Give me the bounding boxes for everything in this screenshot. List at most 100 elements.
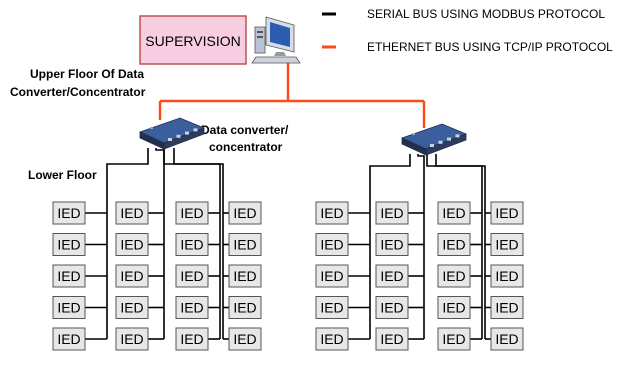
ied-label: IED: [233, 331, 256, 347]
ied-label: IED: [233, 205, 256, 221]
ied-box: [175, 327, 209, 351]
legend: SERIAL BUS USING MODBUS PROTOCOL ETHERNE…: [322, 7, 613, 54]
ied-device: IED: [315, 201, 349, 225]
ied-device: IED: [490, 296, 524, 319]
legend-ethernet-label: ETHERNET BUS USING TCP/IP PROTOCOL: [367, 40, 613, 54]
ied-device: IED: [52, 201, 86, 225]
ied-box: [115, 327, 149, 351]
ied-label: IED: [380, 237, 403, 253]
ied-box: [175, 264, 209, 288]
ied-box: [437, 296, 471, 319]
serial-bus-line-g1-c1: [106, 148, 149, 339]
data-converter-right-icon: [400, 123, 468, 156]
ied-box: [115, 264, 149, 288]
ied-label: IED: [120, 268, 143, 284]
ied-label: IED: [495, 300, 518, 316]
ied-box: [490, 201, 524, 225]
ied-box: [52, 233, 86, 256]
ied-device: IED: [228, 264, 262, 288]
ied-label: IED: [320, 300, 343, 316]
ied-label: IED: [120, 237, 143, 253]
ied-device: IED: [490, 327, 524, 351]
ied-box: [52, 327, 86, 351]
ied-device: IED: [375, 233, 409, 256]
ied-label: IED: [57, 268, 80, 284]
ied-box: [228, 201, 262, 225]
ied-label: IED: [495, 237, 518, 253]
ied-box: [175, 296, 209, 319]
ied-label: IED: [57, 237, 80, 253]
ied-box: [490, 296, 524, 319]
ied-device: IED: [175, 264, 209, 288]
ied-box: [175, 201, 209, 225]
ied-label: IED: [442, 205, 465, 221]
ied-label: IED: [180, 268, 203, 284]
ied-label: IED: [380, 205, 403, 221]
ied-box: [115, 201, 149, 225]
supervision-label: SUPERVISION: [145, 33, 240, 49]
ied-box: [175, 233, 209, 256]
ied-grid: IED IED IED IED IED IED IED IED IED IED IED IED IED I…: [52, 201, 524, 351]
ied-label: IED: [120, 331, 143, 347]
ied-box: [315, 296, 349, 319]
ied-device: IED: [490, 201, 524, 225]
ied-device: IED: [315, 233, 349, 256]
supervision-box: [139, 15, 247, 65]
ied-device: IED: [315, 327, 349, 351]
ied-label: IED: [120, 300, 143, 316]
ied-label: IED: [233, 300, 256, 316]
ied-device: IED: [228, 233, 262, 256]
ied-box: [315, 233, 349, 256]
ied-label: IED: [442, 331, 465, 347]
ied-label: IED: [180, 331, 203, 347]
ied-label: IED: [57, 331, 80, 347]
ied-box: [315, 201, 349, 225]
ied-label: IED: [380, 300, 403, 316]
serial-bus-line-g2-c2: [417, 154, 425, 339]
ied-box: [52, 264, 86, 288]
lower-floor-label: Lower Floor: [28, 168, 97, 182]
ied-label: IED: [495, 331, 518, 347]
ied-device: IED: [175, 201, 209, 225]
ied-device: IED: [375, 296, 409, 319]
ied-label: IED: [442, 268, 465, 284]
ethernet-bus: [158, 62, 426, 128]
serial-bus-line-g1-c4: [173, 148, 224, 339]
serial-bus-line-g2-c1: [369, 154, 411, 339]
ied-box: [437, 327, 471, 351]
ied-box: [315, 327, 349, 351]
ied-device: IED: [115, 233, 149, 256]
ied-box: [490, 233, 524, 256]
ied-box: [375, 264, 409, 288]
ied-device: IED: [228, 201, 262, 225]
ied-box: [315, 264, 349, 288]
ied-label: IED: [120, 205, 143, 221]
ied-box: [228, 233, 262, 256]
workstation-icon: [251, 16, 301, 64]
converter-label-line2: concentrator: [209, 140, 283, 154]
ied-device: IED: [437, 327, 471, 351]
ied-box: [375, 233, 409, 256]
ied-box: [437, 233, 471, 256]
ied-label: IED: [233, 268, 256, 284]
ied-box: [228, 264, 262, 288]
upper-floor-label-line1: Upper Floor Of Data: [30, 67, 144, 81]
ied-label: IED: [495, 205, 518, 221]
ied-label: IED: [320, 331, 343, 347]
ied-box: [52, 296, 86, 319]
ied-box: [375, 296, 409, 319]
ied-device: IED: [437, 264, 471, 288]
ied-box: [115, 233, 149, 256]
ied-label: IED: [495, 268, 518, 284]
ied-label: IED: [180, 237, 203, 253]
legend-serial-label: SERIAL BUS USING MODBUS PROTOCOL: [367, 7, 605, 21]
ied-box: [375, 327, 409, 351]
ied-device: IED: [115, 296, 149, 319]
ied-device: IED: [228, 327, 262, 351]
ied-label: IED: [442, 300, 465, 316]
ied-device: IED: [437, 233, 471, 256]
ied-label: IED: [180, 300, 203, 316]
ied-device: IED: [315, 296, 349, 319]
ied-device: IED: [437, 201, 471, 225]
